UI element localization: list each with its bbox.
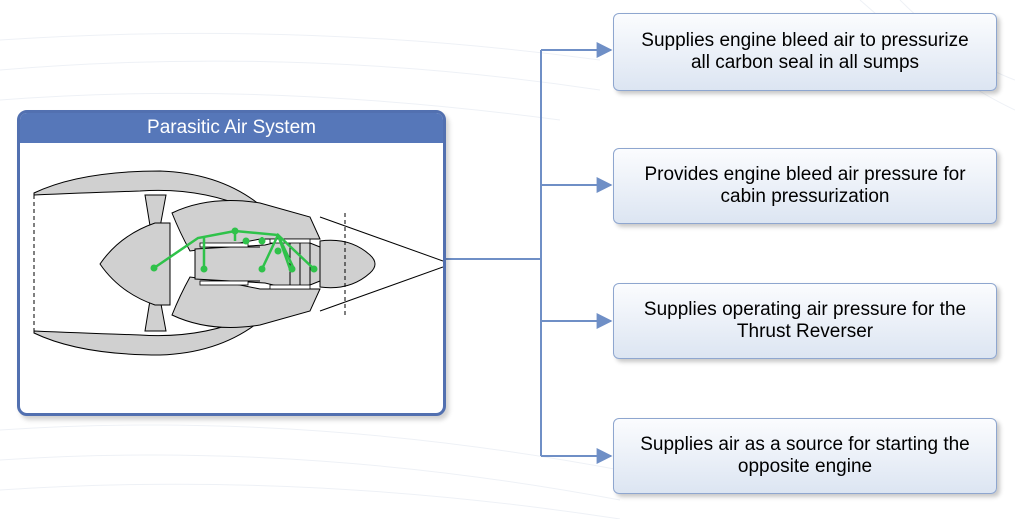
function-box-engine-start: Supplies air as a source for starting th… [613,418,997,494]
function-box-seal-pressurization: Supplies engine bleed air to pressurize … [613,13,997,91]
parasitic-air-system-panel: Parasitic Air System [17,110,446,416]
function-box-cabin-pressurization: Provides engine bleed air pressure for c… [613,148,997,224]
panel-title: Parasitic Air System [20,113,443,143]
function-box-thrust-reverser: Supplies operating air pressure for the … [613,283,997,359]
function-text-thrust-reverser: Supplies operating air pressure for the … [643,299,967,342]
function-text-seal-pressurization: Supplies engine bleed air to pressurize … [641,30,969,73]
function-text-cabin-pressurization: Provides engine bleed air pressure for c… [644,164,966,207]
jet-engine-icon [33,170,443,356]
function-text-engine-start: Supplies air as a source for starting th… [640,434,970,477]
